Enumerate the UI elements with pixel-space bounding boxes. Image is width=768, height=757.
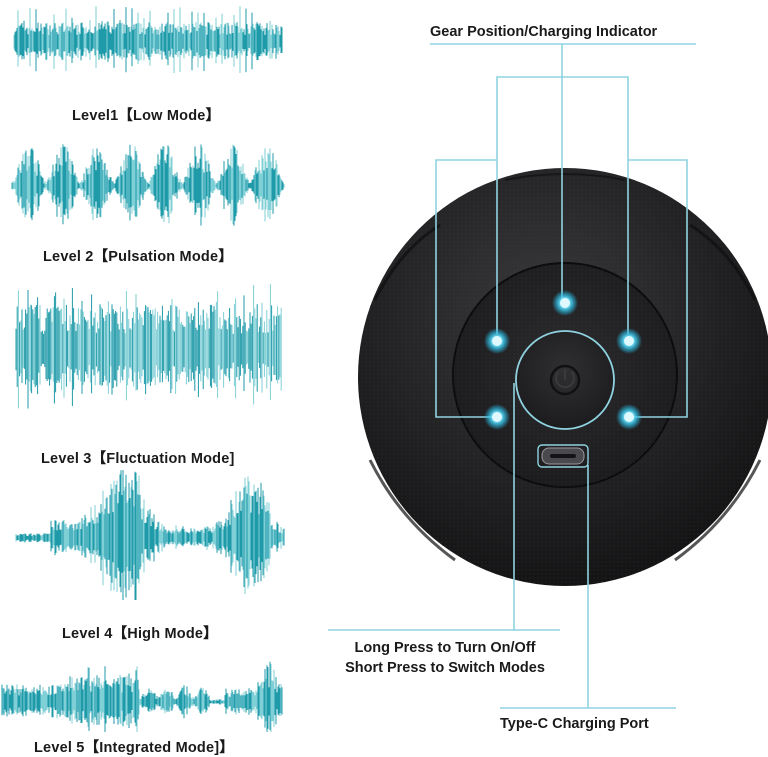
power-callout-line-2: Short Press to Switch Modes bbox=[345, 660, 545, 676]
led-indicator-icon bbox=[484, 328, 510, 354]
led-indicator-icon bbox=[616, 328, 642, 354]
level-1-label: Level1【Low Mode】 bbox=[72, 108, 221, 124]
waveform-level-3 bbox=[15, 284, 282, 409]
power-icon bbox=[549, 364, 581, 396]
level-4-label: Level 4【High Mode】 bbox=[62, 626, 218, 642]
level-2-label: Level 2【Pulsation Mode】 bbox=[43, 249, 233, 265]
led-indicator-icon bbox=[616, 404, 642, 430]
led-indicator-icon bbox=[552, 290, 578, 316]
led-indicator-icon bbox=[484, 404, 510, 430]
waveform-level-4 bbox=[15, 470, 285, 600]
indicator-callout: Gear Position/Charging Indicator bbox=[430, 24, 658, 40]
port-callout: Type-C Charging Port bbox=[500, 716, 649, 732]
power-callout-line-1: Long Press to Turn On/Off bbox=[354, 640, 536, 656]
led-indicators bbox=[484, 290, 642, 430]
waveform-level-5 bbox=[1, 661, 283, 732]
waveform-level-1 bbox=[13, 6, 283, 73]
level-5-label: Level 5【Integrated Mode]】 bbox=[34, 740, 234, 756]
waveform-level-2 bbox=[11, 144, 285, 226]
callout-lines bbox=[328, 43, 696, 709]
power-button[interactable] bbox=[515, 330, 615, 430]
usb-c-port-icon bbox=[537, 444, 589, 468]
power-button-callout: Long Press to Turn On/Off Short Press to… bbox=[325, 638, 565, 678]
level-3-label: Level 3【Fluctuation Mode] bbox=[41, 451, 235, 467]
